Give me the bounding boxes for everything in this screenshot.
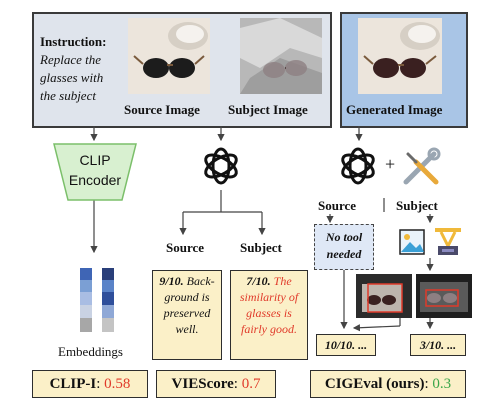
grounding-tool-icon xyxy=(435,228,461,255)
viescore-value: 0.7 xyxy=(241,376,261,392)
subject-eval-score: 7/10. xyxy=(246,274,271,288)
openai-icon xyxy=(204,147,238,185)
instruction-line-2: glasses with xyxy=(40,70,104,85)
instruction-heading: Instruction: xyxy=(40,34,107,49)
instruction-line-3: the subject xyxy=(40,88,96,103)
source-image-label: Source Image xyxy=(124,102,200,117)
no-tool-box: No tool needed xyxy=(314,224,374,270)
source-crop-image xyxy=(356,274,412,318)
source-image xyxy=(128,18,210,94)
cigeval-name: CIGEval (ours) xyxy=(324,376,425,392)
generated-image-label: Generated Image xyxy=(346,102,443,117)
viescore-subject-eval: 7/10. The similarity of glasses is fairl… xyxy=(230,270,308,360)
clip-i-value: 0.58 xyxy=(104,376,131,392)
image-tool-icon xyxy=(399,229,425,255)
embedding-vector-2 xyxy=(102,268,114,332)
viescore-name: VIEScore xyxy=(171,376,234,392)
openai-icon-cigeval xyxy=(341,147,375,185)
embedding-vector-1 xyxy=(80,268,92,332)
clip-encoder-shape xyxy=(53,143,137,201)
clip-encoder-label-1: CLIP xyxy=(79,152,111,168)
clip-i-metric: CLIP-I: 0.58 xyxy=(32,370,148,398)
plus-sign: + xyxy=(385,154,396,174)
clip-encoder-label-2: Encoder xyxy=(68,172,122,188)
cigeval-source-result: 10/10. ... xyxy=(316,334,376,356)
cigeval-source-label: Source xyxy=(318,198,357,213)
viescore-source-label: Source xyxy=(166,240,205,255)
viescore-source-eval: 9/10. Back- ground is preserved well. xyxy=(152,270,222,360)
instruction-line-1: Replace the xyxy=(40,52,101,67)
viescore-metric: VIEScore: 0.7 xyxy=(156,370,276,398)
generated-image xyxy=(358,18,442,94)
subject-image-label: Subject Image xyxy=(228,102,308,117)
subject-crop-image xyxy=(416,274,472,318)
embeddings-label: Embeddings xyxy=(58,344,123,359)
clip-i-name: CLIP-I xyxy=(49,376,97,392)
viescore-subject-label: Subject xyxy=(240,240,282,255)
tools-icon xyxy=(403,147,441,185)
cigeval-value: 0.3 xyxy=(432,376,452,392)
cigeval-metric: CIGEval (ours): 0.3 xyxy=(310,370,466,398)
cigeval-subject-label: Subject xyxy=(396,198,438,213)
cigeval-subject-result: 3/10. ... xyxy=(410,334,466,356)
source-eval-score: 9/10. xyxy=(159,274,184,288)
subject-image xyxy=(240,18,322,94)
